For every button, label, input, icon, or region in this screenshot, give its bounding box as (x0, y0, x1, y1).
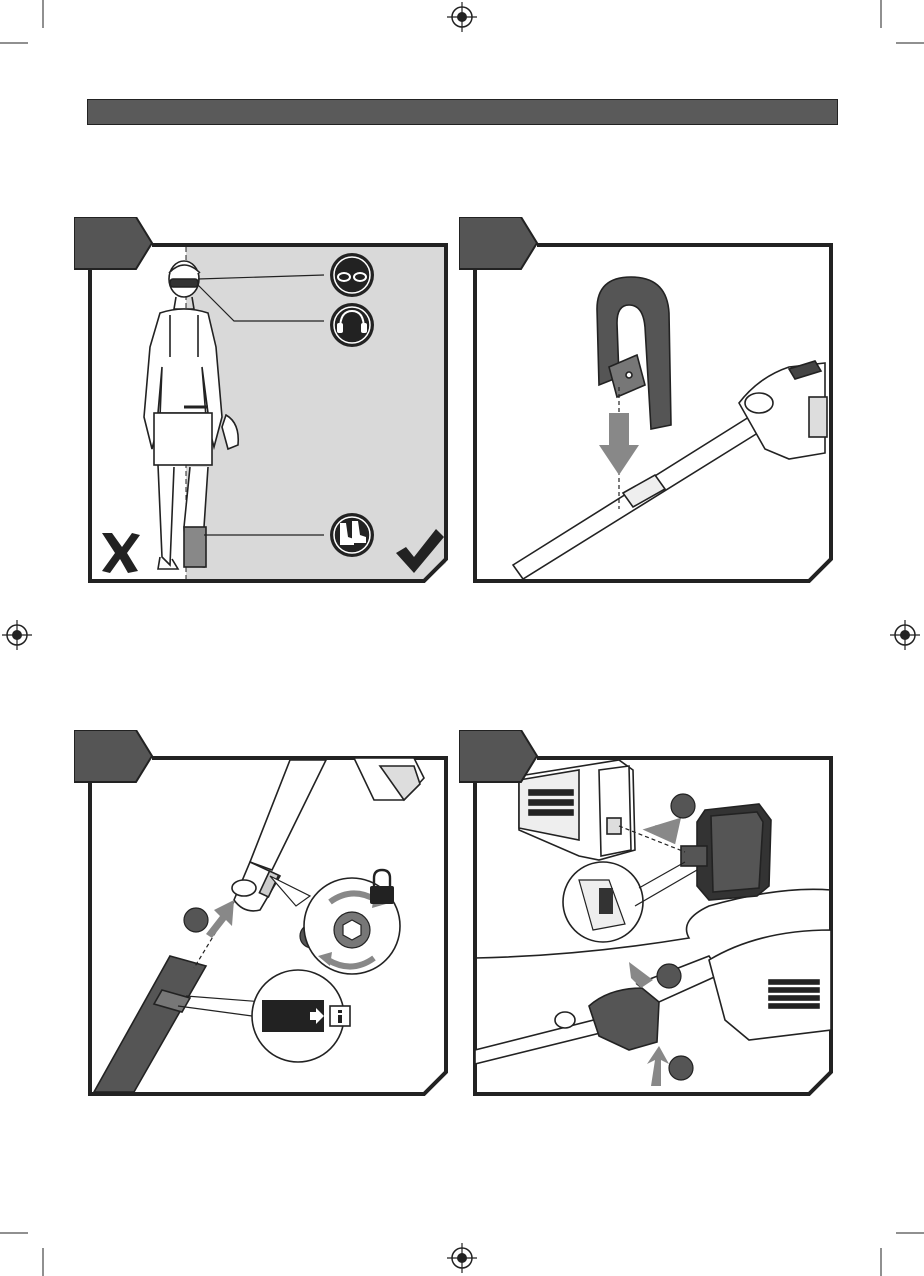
connect-shaft-illustration (74, 730, 448, 1096)
safety-gear-illustration (74, 217, 448, 583)
step-number (459, 730, 529, 782)
step-number (74, 217, 144, 269)
section-header-bar (87, 99, 838, 125)
cross-icon (102, 533, 140, 573)
goggles-icon (330, 253, 374, 297)
info-icon (330, 1006, 350, 1026)
ear-protection-icon (330, 303, 374, 347)
step-panel-insert-battery (459, 730, 833, 1070)
step-panel-attach-handle (459, 217, 833, 557)
step-panel-connect-shaft (74, 730, 448, 1070)
step-panel-safety-gear (74, 217, 448, 557)
step-number (74, 730, 144, 782)
insert-battery-illustration (459, 730, 833, 1096)
step-number (459, 217, 529, 269)
attach-handle-illustration (459, 217, 833, 583)
boots-icon (330, 513, 374, 557)
